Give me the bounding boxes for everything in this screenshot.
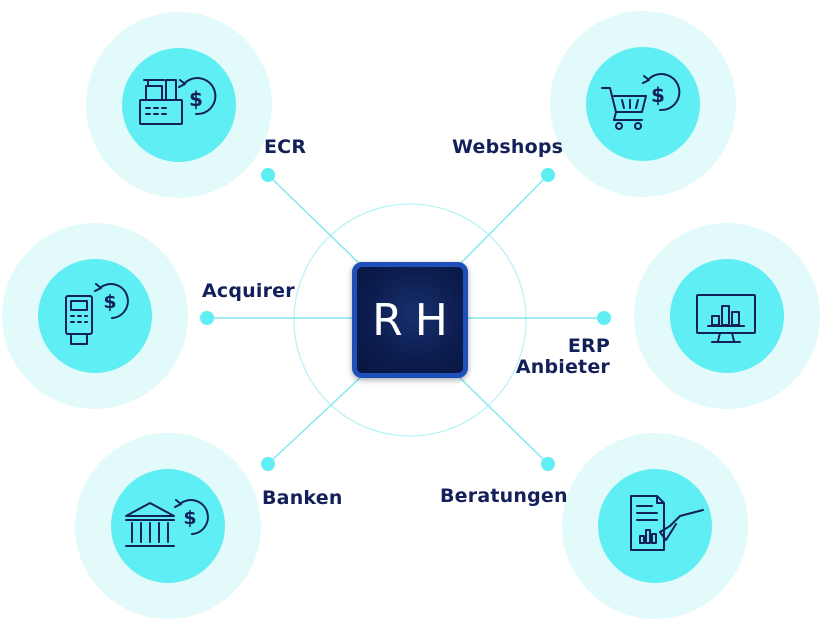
acquirer-label: Acquirer (202, 280, 295, 302)
webshops-dot (541, 168, 555, 182)
svg-text:$: $ (651, 83, 665, 107)
banken-label: Banken (262, 487, 343, 509)
acquirer-dot (200, 311, 214, 325)
rh-logo-box: RH (352, 262, 468, 378)
ecr-inner-circle (122, 48, 236, 162)
svg-text:$: $ (189, 87, 203, 111)
bank-dollar-icon: $ (125, 499, 209, 547)
shopping-cart-dollar-icon: $ (601, 73, 681, 130)
erp-label-line1: ERP (567, 335, 610, 357)
webshops-label: Webshops (452, 136, 564, 158)
cash-register-dollar-icon: $ (139, 77, 217, 125)
beratungen-label: Beratungen (440, 485, 568, 507)
erp-dot (597, 311, 611, 325)
banken-dot (261, 457, 275, 471)
payment-terminal-dollar-icon: $ (65, 283, 129, 345)
beratungen-inner-circle (598, 469, 712, 583)
acquirer-inner-circle (38, 259, 152, 373)
ecr-dot (261, 168, 275, 182)
erp-inner-circle (670, 259, 784, 373)
ecr-connector (267, 174, 363, 267)
monitor-chart-icon (696, 294, 756, 343)
ecr-label: ECR (264, 136, 307, 158)
beratungen-dot (541, 457, 555, 471)
rh-logo-text: RH (372, 294, 460, 346)
beratungen-connector (457, 375, 549, 465)
erp-label-line2: Anbieter (515, 356, 610, 378)
svg-text:$: $ (103, 291, 116, 313)
banken-connector (267, 375, 363, 465)
document-chart-check-icon (630, 495, 704, 551)
connector-lines (207, 174, 604, 465)
center-ring (293, 203, 527, 437)
webshops-connector (457, 174, 549, 267)
svg-text:$: $ (183, 507, 196, 529)
